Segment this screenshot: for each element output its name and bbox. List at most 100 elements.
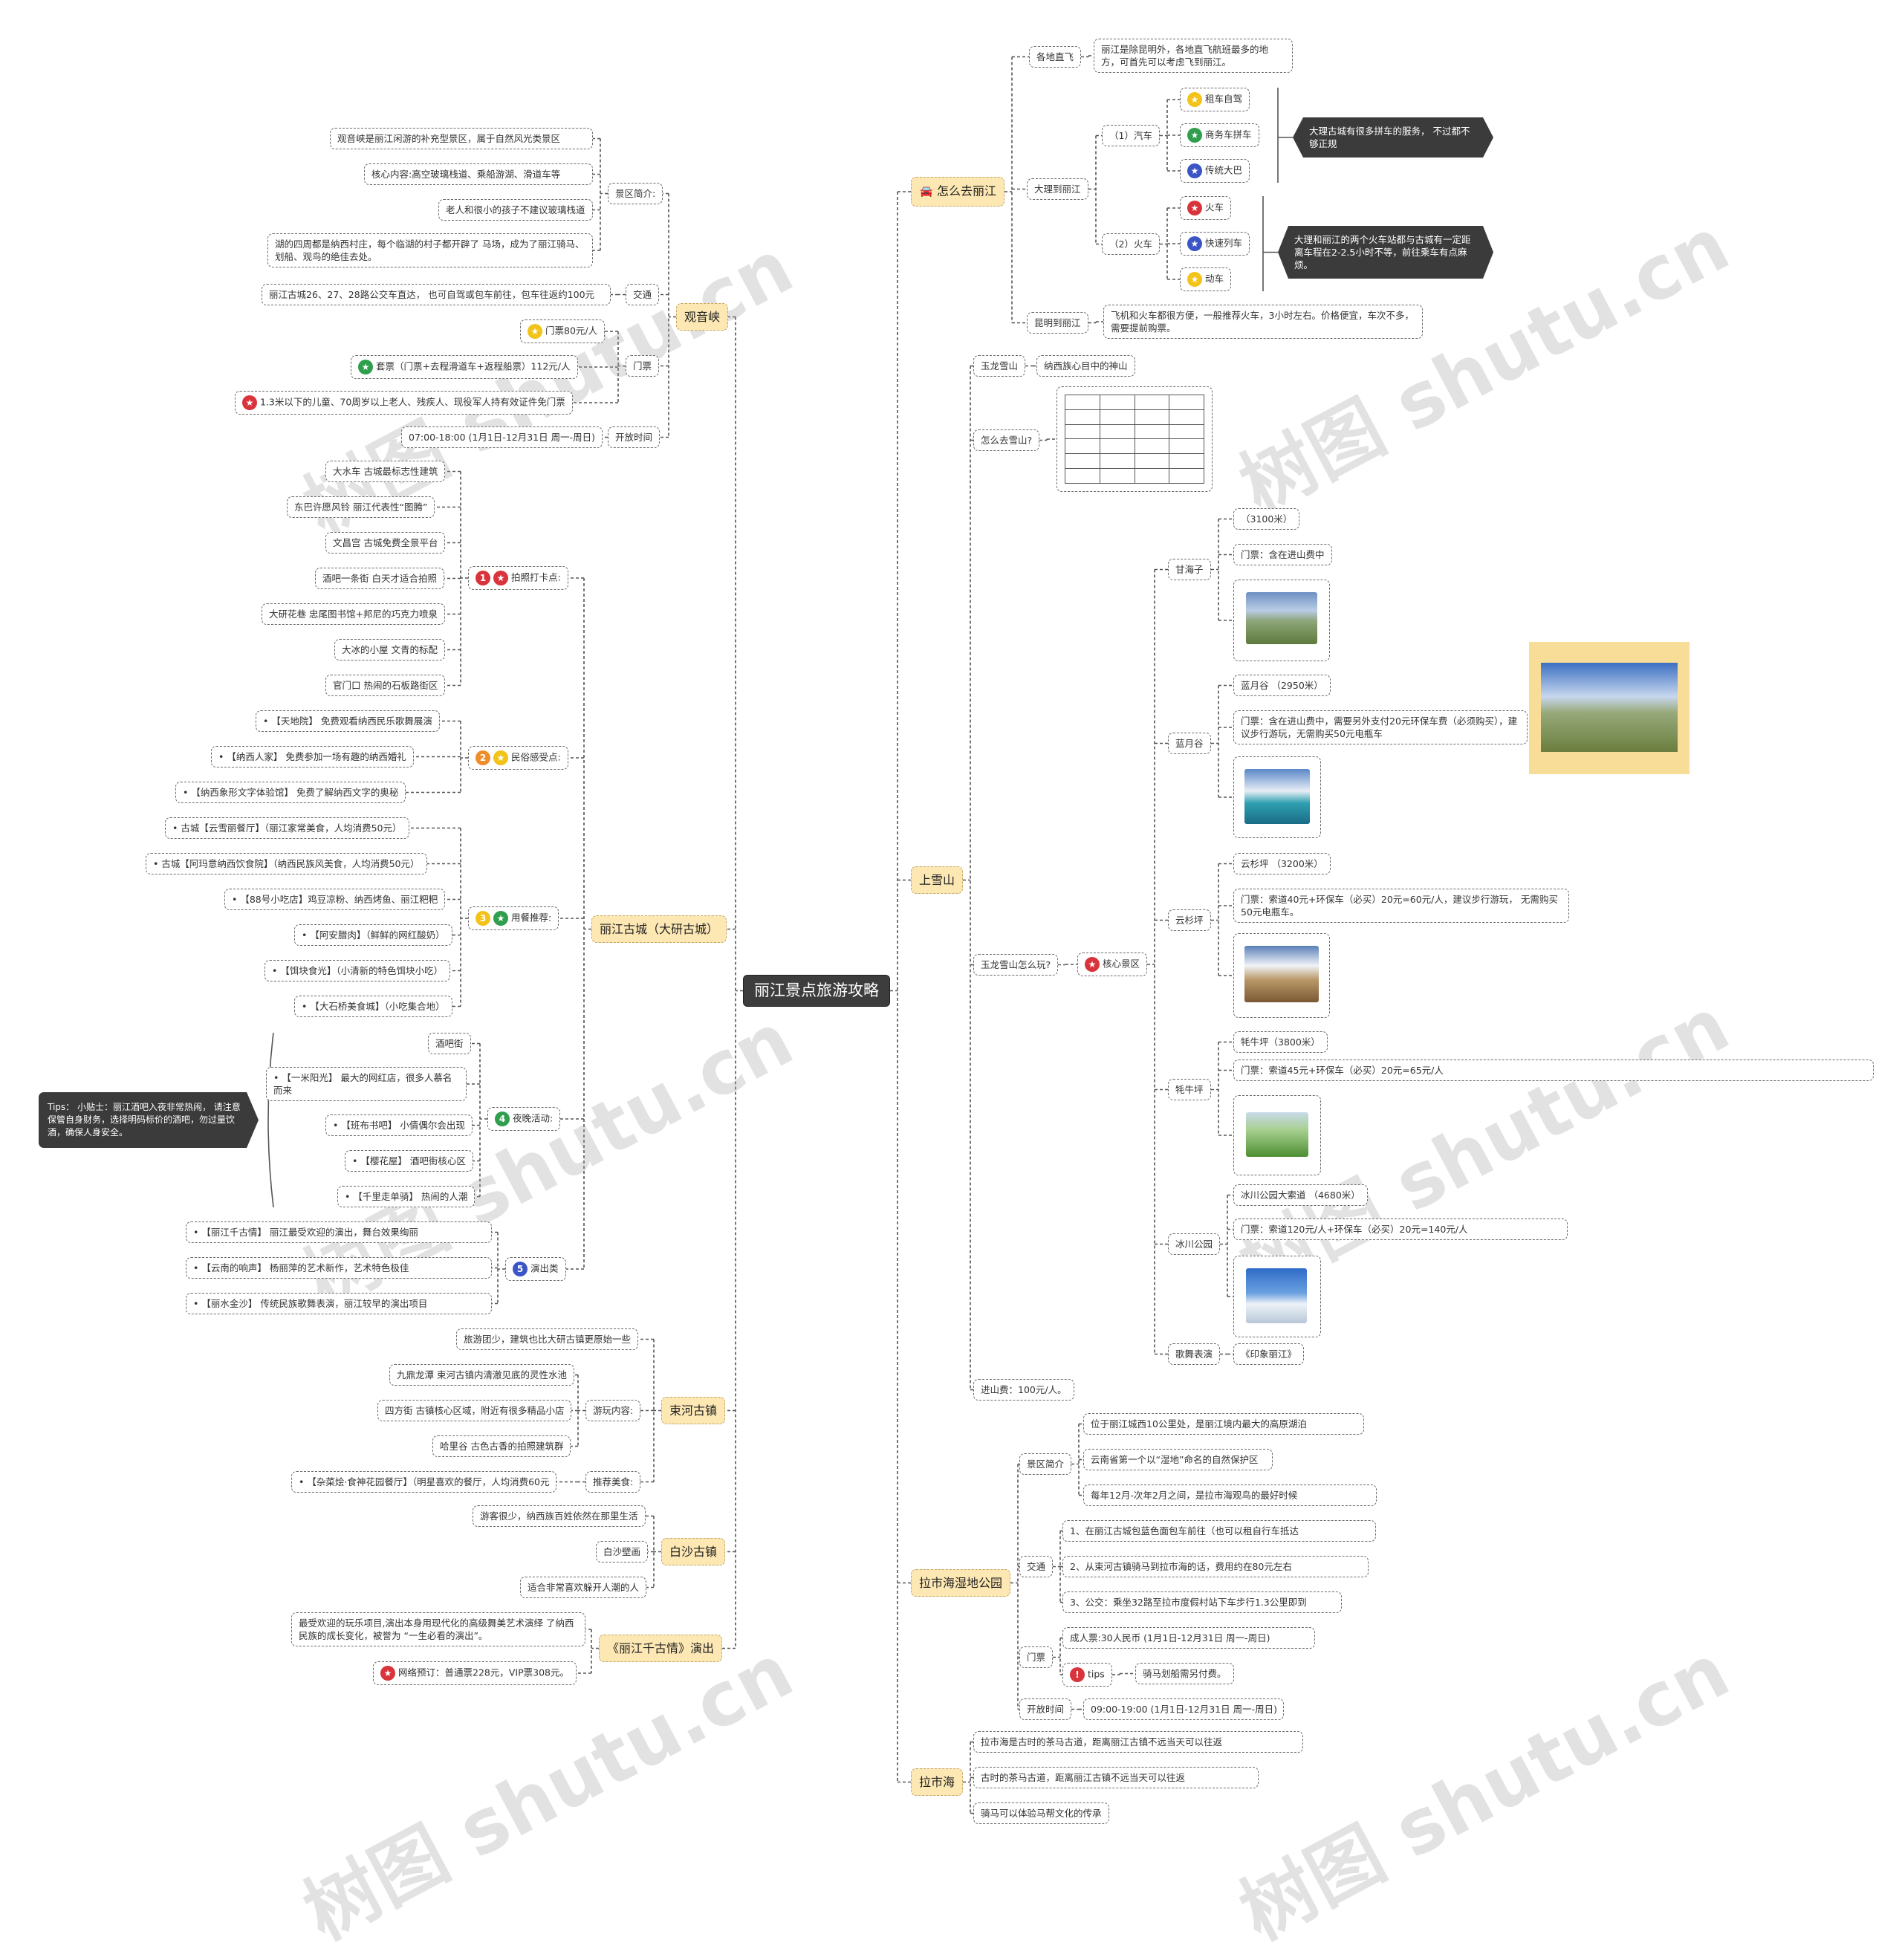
node-direct-flight[interactable]: 各地直飞 <box>1029 46 1082 68</box>
node-shuhe-food[interactable]: 推荐美食: <box>585 1471 641 1493</box>
topic-shuhe[interactable]: 束河古镇 <box>661 1397 726 1424</box>
node-night-2[interactable]: • 【一米阳光】 最大的网红店，很多人慕名而来 <box>266 1067 467 1101</box>
node-how-play-snow[interactable]: 玉龙雪山怎么玩? <box>973 954 1059 976</box>
node-dali-to-lijiang[interactable]: 大理到丽江 <box>1027 178 1088 200</box>
node-food-1[interactable]: • 古城【云雪丽餐厅】（丽江家常美食，人均消费50元） <box>165 817 409 839</box>
node-lashi-ticket-price[interactable]: 成人票:30人民币 (1月1日-12月31日 周一-周日) <box>1062 1627 1315 1649</box>
node-gyx-ticket-2[interactable]: ★套票（门票+去程滑道车+返程船票）112元/人 <box>351 355 578 379</box>
node-train[interactable]: （2）火车 <box>1102 233 1160 255</box>
node-fast-train[interactable]: ★快速列车 <box>1180 232 1250 256</box>
node-shuhe-play-2[interactable]: 四方街 古镇核心区域，附近有很多精品小店 <box>377 1400 572 1421</box>
topic-qiangu-show[interactable]: 《丽江千古情》演出 <box>599 1635 723 1662</box>
node-core-area[interactable]: ★核心景区 <box>1077 953 1148 976</box>
node-photo-1[interactable]: 大水车 古城最标志性建筑 <box>325 461 446 482</box>
node-shuhe-play-1[interactable]: 九鼎龙潭 束河古镇内清澈见底的灵性水池 <box>389 1364 574 1386</box>
node-show-1[interactable]: • 【丽江千古情】 丽江最受欢迎的演出，舞台效果绚丽 <box>186 1221 492 1243</box>
node-photo-6[interactable]: 大冰的小屋 文青的标配 <box>334 639 445 661</box>
node-photo-7[interactable]: 官门口 热闹的石板路街区 <box>325 675 446 696</box>
node-song-dance[interactable]: 歌舞表演 <box>1168 1343 1221 1365</box>
node-yunshanping-ticket[interactable]: 门票：索道40元+环保车（必买）20元=60元/人，建议步行游玩， 无需购买50… <box>1233 889 1569 923</box>
node-gyx-intro-4[interactable]: 湖的四周都是纳西村庄，每个临湖的村子都开辟了 马场，成为了丽江骑马、划船、观鸟的… <box>267 233 593 267</box>
node-gyx-intro[interactable]: 景区简介: <box>608 183 663 204</box>
node-maoniuping-ticket[interactable]: 门票：索道45元+环保车（必买）20元=65元/人 <box>1233 1059 1874 1081</box>
node-kunming-text[interactable]: 飞机和火车都很方便，一般推荐火车，3小时左右。价格便宜，车次不多，需要提前购票。 <box>1103 305 1423 339</box>
node-ganhaizi[interactable]: 甘海子 <box>1168 559 1211 580</box>
node-photo-2[interactable]: 东巴许愿风铃 丽江代表性“图腾” <box>287 496 435 518</box>
node-glacier-park[interactable]: 冰川公园 <box>1168 1233 1221 1255</box>
node-yunshanping[interactable]: 云杉坪 <box>1168 909 1211 931</box>
node-lanyuegu-ticket[interactable]: 门票：含在进山费中，需要另外支付20元环保车费（必须购买），建议步行游玩，无需购… <box>1233 710 1528 744</box>
node-lanyuegu[interactable]: 蓝月谷 <box>1168 733 1211 754</box>
node-ganhaizi-alt[interactable]: （3100米） <box>1233 508 1300 530</box>
node-glacier-alt[interactable]: 冰川公园大索道 （4680米） <box>1233 1184 1368 1206</box>
topic-baisha[interactable]: 白沙古镇 <box>661 1538 726 1565</box>
topic-guanyinxia[interactable]: 观音峡 <box>676 303 729 331</box>
node-night-4[interactable]: • 【樱花屋】 酒吧街核心区 <box>345 1150 473 1172</box>
node-car[interactable]: （1）汽车 <box>1102 125 1160 146</box>
node-lashi-tips-text[interactable]: 骑马划船需另付费。 <box>1135 1663 1234 1684</box>
node-lashi-open[interactable]: 开放时间 <box>1019 1698 1072 1720</box>
node-shuhe-play[interactable]: 游玩内容: <box>585 1400 641 1421</box>
node-gyx-intro-3[interactable]: 老人和很小的孩子不建议玻璃栈道 <box>438 199 593 221</box>
node-food[interactable]: 3★用餐推荐: <box>468 906 559 930</box>
node-impression-lijiang[interactable]: 《印象丽江》 <box>1233 1343 1305 1365</box>
node-gyx-intro-2[interactable]: 核心内容:高空玻璃栈道、乘船游湖、滑道车等 <box>364 163 593 185</box>
node-lashi-intro-3[interactable]: 每年12月-次年2月之间，是拉市海观鸟的最好时候 <box>1083 1484 1377 1506</box>
node-gyx-traffic[interactable]: 交通 <box>626 284 660 305</box>
node-gyx-open-text[interactable]: 07:00-18:00 (1月1日-12月31日 周一-周日) <box>401 426 603 448</box>
topic-lashi-wetland[interactable]: 拉市海湿地公园 <box>911 1569 1011 1597</box>
node-gyx-intro-1[interactable]: 观音峡是丽江闲游的补充型景区，属于自然风光类景区 <box>330 128 593 149</box>
node-shuhe-food-1[interactable]: • 【杂菜烩·食神花园餐厅】（明星喜欢的餐厅，人均消费60元 <box>291 1471 557 1493</box>
node-train-normal[interactable]: ★火车 <box>1180 196 1232 220</box>
node-yulong-text[interactable]: 纳西族心目中的神山 <box>1036 355 1135 377</box>
node-qgq-price[interactable]: ★网络预订：普通票228元，VIP票308元。 <box>373 1661 577 1685</box>
node-night-5[interactable]: • 【千里走单骑】 热闹的人潮 <box>337 1186 476 1207</box>
node-maoniuping[interactable]: 牦牛坪 <box>1168 1079 1211 1100</box>
topic-how-to-lijiang[interactable]: 🚘怎么去丽江 <box>911 177 1005 207</box>
node-photo-5[interactable]: 大研花巷 忠尾图书馆+邦尼的巧克力喷泉 <box>262 603 445 625</box>
node-food-5[interactable]: • 【饵块食光】（小清新的特色饵块小吃） <box>264 960 451 981</box>
node-lashi-open-text[interactable]: 09:00-19:00 (1月1日-12月31日 周一-周日) <box>1083 1698 1284 1720</box>
node-baisha-2[interactable]: 白沙壁画 <box>596 1541 649 1563</box>
node-folk-1[interactable]: • 【天地院】 免费观看纳西民乐歌舞展演 <box>256 710 440 732</box>
node-lashi-traffic[interactable]: 交通 <box>1019 1556 1054 1577</box>
node-lashi-ticket[interactable]: 门票 <box>1019 1646 1054 1668</box>
node-food-3[interactable]: • 【88号小吃店】鸡豆凉粉、纳西烤鱼、丽江粑粑 <box>224 889 446 910</box>
node-gyx-ticket[interactable]: 门票 <box>626 355 660 377</box>
node-food-4[interactable]: • 【阿安腊肉】（鲜鲜的网红酸奶） <box>294 924 452 946</box>
node-lashi-intro-2[interactable]: 云南省第一个以“湿地”命名的自然保护区 <box>1083 1449 1273 1470</box>
node-yulong[interactable]: 玉龙雪山 <box>973 355 1026 377</box>
node-food-2[interactable]: • 古城【阿玛意纳西饮食院】（纳西民族风美食，人均消费50元） <box>146 853 427 874</box>
node-gyx-ticket-3[interactable]: ★1.3米以下的儿童、70周岁以上老人、残疾人、现役军人持有效证件免门票 <box>235 391 573 415</box>
topic-snow-mountain[interactable]: 上雪山 <box>911 866 964 894</box>
node-photo-3[interactable]: 文昌宫 古城免费全景平台 <box>325 532 446 554</box>
node-carpool[interactable]: ★商务车拼车 <box>1180 123 1259 147</box>
node-gyx-traffic-text[interactable]: 丽江古城26、27、28路公交车直达， 也可自驾或包车前往，包车往返约100元 <box>262 284 611 305</box>
node-lashi-intro[interactable]: 景区简介 <box>1019 1453 1072 1475</box>
node-night-1[interactable]: 酒吧街 <box>428 1033 471 1054</box>
node-lashihai-1[interactable]: 拉市海是古时的茶马古道，距离丽江古镇不远当天可以往返 <box>973 1731 1303 1753</box>
node-glacier-ticket[interactable]: 门票：索道120元/人+环保车（必买）20元=140元/人 <box>1233 1218 1568 1240</box>
node-lashi-intro-1[interactable]: 位于丽江城西10公里处，是丽江境内最大的高原湖泊 <box>1083 1413 1364 1435</box>
node-folk-2[interactable]: • 【纳西人家】 免费参加一场有趣的纳西婚礼 <box>211 746 414 768</box>
topic-lashihai[interactable]: 拉市海 <box>911 1768 964 1796</box>
node-maoniuping-alt[interactable]: 牦牛坪（3800米） <box>1233 1031 1328 1053</box>
node-rent-car[interactable]: ★租车自驾 <box>1180 88 1250 111</box>
node-lashihai-2[interactable]: 古时的茶马古道，距离丽江古镇不远当天可以往返 <box>973 1767 1259 1788</box>
node-photo-4[interactable]: 酒吧一条街 白天才适合拍照 <box>315 568 444 589</box>
node-lashi-tips[interactable]: !tips <box>1062 1663 1112 1687</box>
node-ganhaizi-ticket[interactable]: 门票：含在进山费中 <box>1233 544 1332 565</box>
node-gyx-open[interactable]: 开放时间 <box>608 426 660 448</box>
node-bullet-train[interactable]: ★动车 <box>1180 267 1232 291</box>
topic-old-town[interactable]: 丽江古城（大研古城） <box>591 915 727 943</box>
node-qgq-text[interactable]: 最受欢迎的玩乐项目,演出本身用现代化的高级舞美艺术演绎 了纳西民族的成长变化，被… <box>291 1612 585 1646</box>
node-lashi-traffic-2[interactable]: 2、从束河古镇骑马到拉市海的话，费用约在80元左右 <box>1062 1556 1369 1577</box>
node-baisha-3[interactable]: 适合非常喜欢躲开人潮的人 <box>520 1577 647 1598</box>
node-bus[interactable]: ★传统大巴 <box>1180 159 1250 183</box>
node-lashi-traffic-1[interactable]: 1、在丽江古城包蓝色面包车前往（也可以租自行车抵达 <box>1062 1520 1376 1542</box>
node-gyx-ticket-1[interactable]: ★门票80元/人 <box>520 319 606 343</box>
node-folk[interactable]: 2★民俗感受点: <box>468 746 568 770</box>
node-entry-fee[interactable]: 进山费：100元/人。 <box>973 1379 1074 1401</box>
